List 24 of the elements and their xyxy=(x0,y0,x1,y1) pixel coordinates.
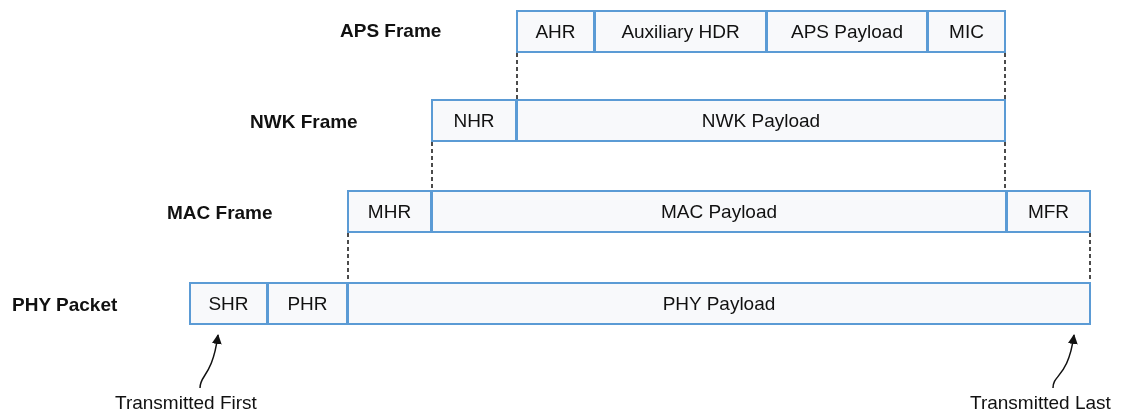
row-title: NWK Frame xyxy=(250,111,358,133)
row-title: APS Frame xyxy=(340,20,442,42)
frame-field: MIC xyxy=(927,10,1006,53)
arrow xyxy=(1052,334,1078,389)
row-title: MAC Frame xyxy=(167,202,273,224)
connector-line xyxy=(1004,52,1006,100)
note-text: Transmitted First xyxy=(115,392,257,414)
frame-field: MAC Payload xyxy=(431,190,1007,233)
frame-field: MHR xyxy=(347,190,432,233)
arrow xyxy=(199,334,222,389)
row-title: PHY Packet xyxy=(12,294,118,316)
frame-field: PHR xyxy=(267,282,348,325)
frame-field: AHR xyxy=(516,10,595,53)
note-text: Transmitted Last xyxy=(970,392,1111,414)
frame-field: SHR xyxy=(189,282,268,325)
connector-line xyxy=(1004,141,1006,191)
frame-field: NHR xyxy=(431,99,517,142)
frame-field: APS Payload xyxy=(766,10,928,53)
frame-field: PHY Payload xyxy=(347,282,1091,325)
frame-field: NWK Payload xyxy=(516,99,1006,142)
frame-field: Auxiliary HDR xyxy=(594,10,767,53)
connector-line xyxy=(516,52,518,100)
frame-field: MFR xyxy=(1006,190,1091,233)
connector-line xyxy=(431,141,433,191)
